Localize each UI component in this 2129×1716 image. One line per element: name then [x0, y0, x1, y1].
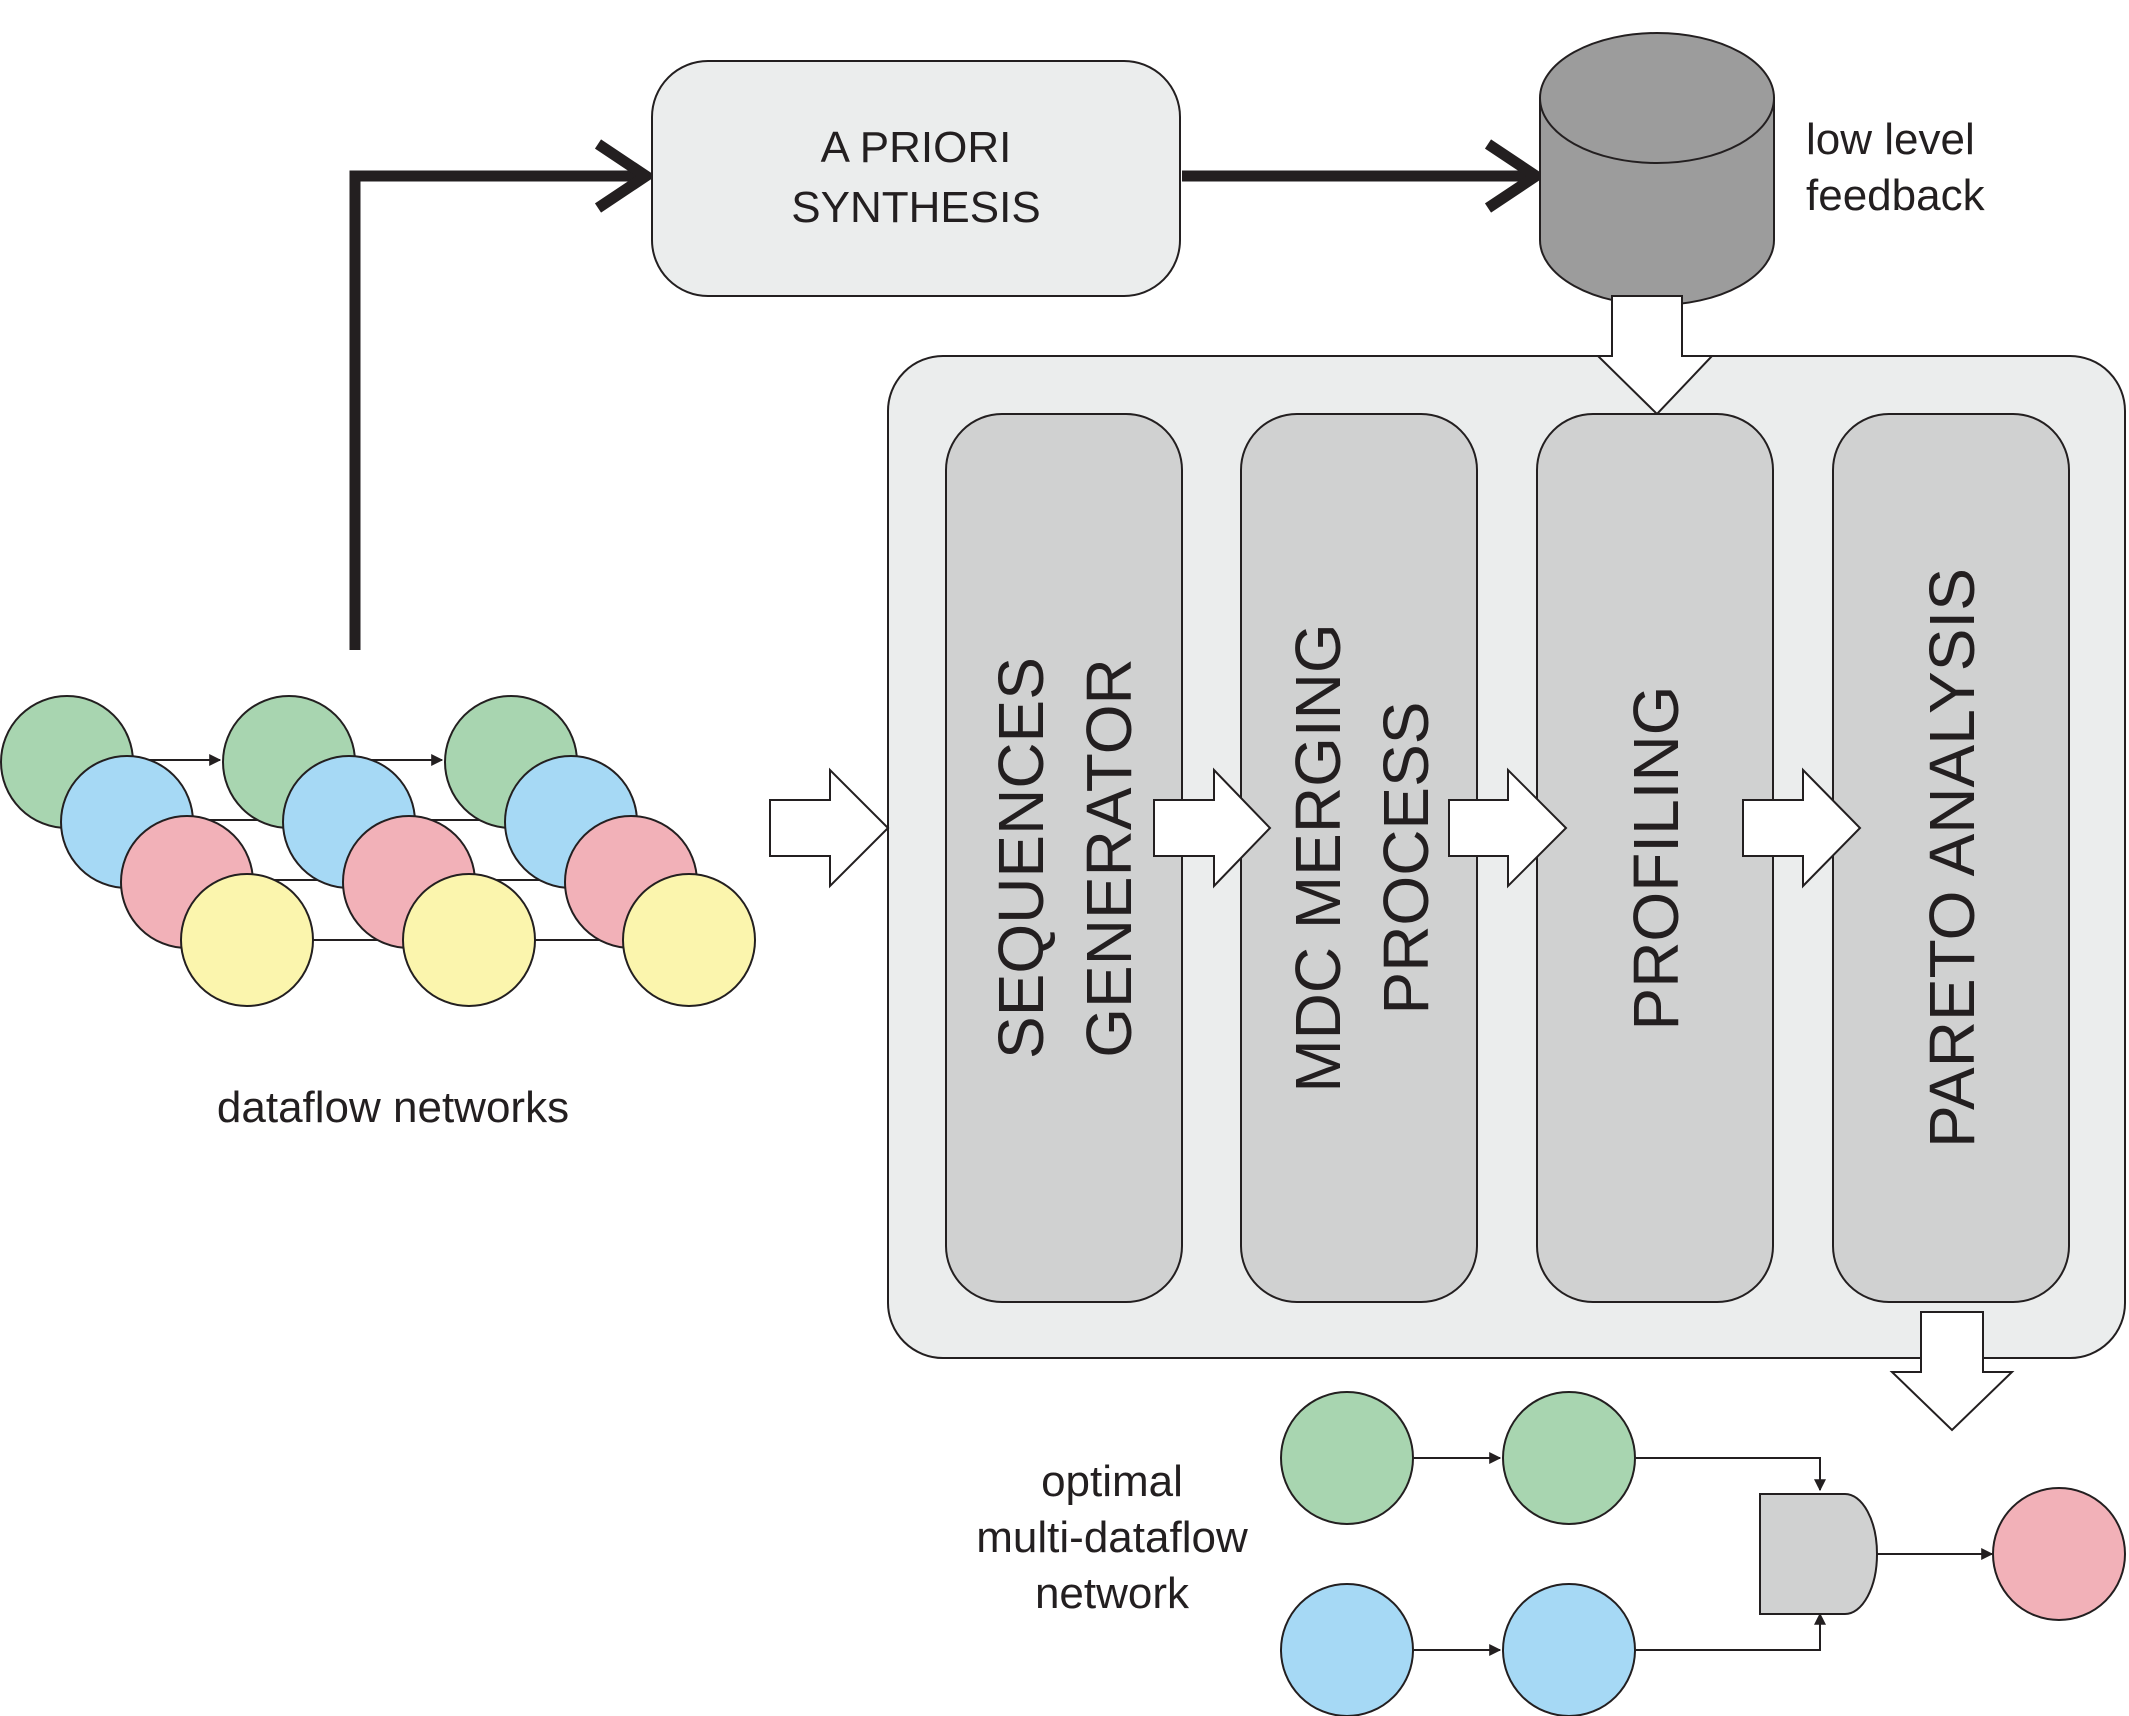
stage-1-line1: SEQUENCES [985, 657, 1057, 1059]
input-arrow [769, 767, 890, 889]
synthesis-arrowhead [594, 139, 656, 213]
dataflow-networks-label: dataflow networks [217, 1083, 569, 1132]
optimal-label-line2: multi-dataflow [976, 1513, 1248, 1562]
output-down-arrow [1889, 1311, 2015, 1432]
stage-4-line1: PARETO ANALYSIS [1916, 568, 1988, 1148]
stage-2-line1: MDC MERGING [1282, 623, 1354, 1092]
database-icon [1539, 32, 1775, 306]
dataflow-networks-graph [0, 695, 756, 1007]
stage-arrow-3 [1742, 767, 1862, 889]
feedback-arrowhead [1484, 139, 1546, 213]
stage-arrow-2 [1448, 767, 1568, 889]
optimal-label-line1: optimal [1041, 1457, 1183, 1506]
optimal-label-line3: network [1035, 1569, 1190, 1618]
input-to-synthesis-line [349, 170, 640, 650]
stage-arrow-1 [1153, 767, 1272, 889]
stage-2-line2: PROCESS [1370, 702, 1442, 1015]
stage-1-line2: GENERATOR [1073, 658, 1145, 1057]
stage-sequences-generator [945, 413, 1183, 1303]
apriori-synthesis-box [651, 60, 1181, 297]
feedback-down-arrow [1595, 295, 1715, 416]
merge-actor-icon [1759, 1493, 1878, 1615]
optimal-network-graph [1280, 1391, 2126, 1716]
feedback-label-line2: feedback [1806, 171, 1986, 220]
stage-3-line1: PROFILING [1620, 686, 1692, 1031]
feedback-label-line1: low level [1806, 115, 1975, 164]
apriori-label-line2: SYNTHESIS [791, 183, 1040, 232]
stage-pareto-analysis [1832, 413, 2070, 1303]
apriori-label-line1: A PRIORI [821, 123, 1012, 172]
